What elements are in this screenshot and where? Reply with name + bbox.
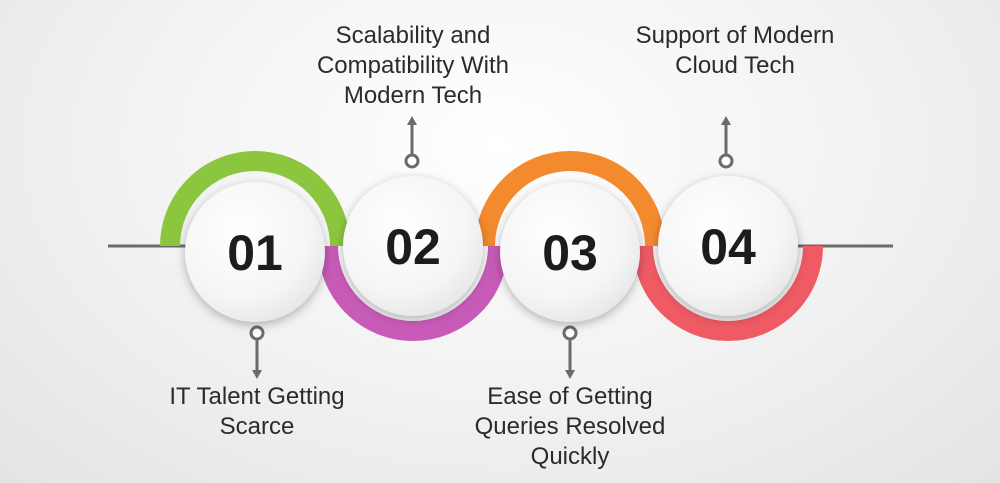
step-number-03: 03: [542, 225, 598, 281]
step-label-02: Scalability and Compatibility With Moder…: [316, 22, 510, 109]
circle-02: [343, 176, 483, 316]
step-number-04: 04: [700, 219, 756, 275]
step-label-04: Support of Modern Cloud Tech: [635, 22, 835, 79]
arc-03: [475, 151, 665, 247]
arc-02: [318, 245, 508, 341]
step-label-01: IT Talent Getting Scarce: [169, 383, 345, 440]
circle-04: [658, 176, 798, 316]
step-number-01: 01: [227, 225, 283, 281]
connector-04: [718, 116, 734, 169]
circle-03: [500, 182, 640, 322]
step-label-03: Ease of Getting Queries Resolved Quickly: [474, 383, 666, 470]
connector-02: [404, 116, 420, 169]
connector-01: [249, 325, 265, 379]
circle-01: [185, 182, 325, 322]
arc-04: [633, 245, 823, 341]
connector-03: [562, 325, 578, 379]
arc-01: [160, 151, 350, 247]
step-number-02: 02: [385, 219, 441, 275]
